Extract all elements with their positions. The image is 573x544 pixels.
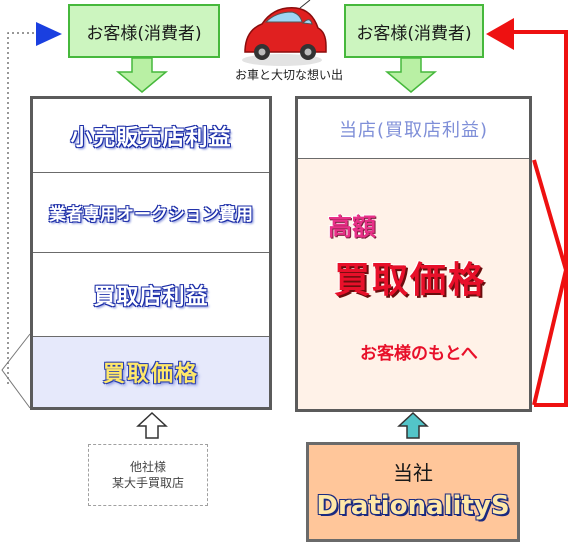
green-down-arrow-left-icon bbox=[115, 57, 169, 93]
left-column: 小売販売店利益 業者専用オークション費用 買取店利益 買取価格 bbox=[30, 96, 272, 410]
right-big-label: 買取価格 bbox=[334, 260, 487, 301]
car-icon bbox=[242, 0, 327, 66]
left-row-price-label: 買取価格 bbox=[102, 362, 199, 387]
blue-arrowhead-icon bbox=[36, 22, 62, 46]
customer-left-label: お客様(消費者) bbox=[86, 23, 202, 44]
left-row-profit: 買取店利益 bbox=[33, 253, 269, 337]
our-company-line2: DrationalityS bbox=[316, 491, 510, 521]
other-company-line2: 某大手買取店 bbox=[111, 476, 184, 490]
left-row-auction-label: 業者専用オークション費用 bbox=[49, 205, 253, 225]
right-header-label: 当店(買取店利益) bbox=[338, 119, 489, 141]
our-company-line1: 当社 bbox=[393, 461, 433, 485]
left-bracket-line bbox=[1, 333, 31, 409]
right-tall-label: 高額 bbox=[328, 213, 376, 241]
other-company-box: 他社様 某大手買取店 bbox=[88, 444, 208, 506]
left-row-retail: 小売販売店利益 bbox=[33, 99, 269, 173]
right-sub-label: お客様のもとへ bbox=[360, 344, 478, 364]
customer-box-left: お客様(消費者) bbox=[68, 4, 220, 58]
right-row-header: 当店(買取店利益) bbox=[298, 99, 529, 159]
red-bracket-line bbox=[532, 159, 569, 406]
left-row-price: 買取価格 bbox=[33, 337, 269, 407]
red-arrowhead-icon bbox=[486, 18, 514, 50]
other-company-line1: 他社様 bbox=[129, 460, 166, 474]
left-row-retail-label: 小売販売店利益 bbox=[70, 125, 232, 151]
customer-box-right: お客様(消費者) bbox=[344, 4, 484, 58]
car-caption: お車と大切な想い出 bbox=[234, 68, 343, 82]
right-column: 当店(買取店利益) 高額 買取価格 お客様のもとへ bbox=[295, 96, 532, 412]
customer-right-label: お客様(消費者) bbox=[356, 23, 472, 44]
left-row-profit-label: 買取店利益 bbox=[93, 284, 209, 310]
dotted-return-line bbox=[7, 32, 36, 384]
red-return-line bbox=[514, 30, 568, 407]
teal-up-arrow-icon bbox=[397, 411, 429, 439]
white-up-arrow-icon bbox=[136, 411, 168, 439]
green-down-arrow-right-icon bbox=[384, 57, 438, 93]
left-row-auction: 業者専用オークション費用 bbox=[33, 173, 269, 253]
our-company-box: 当社 DrationalityS bbox=[306, 442, 520, 542]
